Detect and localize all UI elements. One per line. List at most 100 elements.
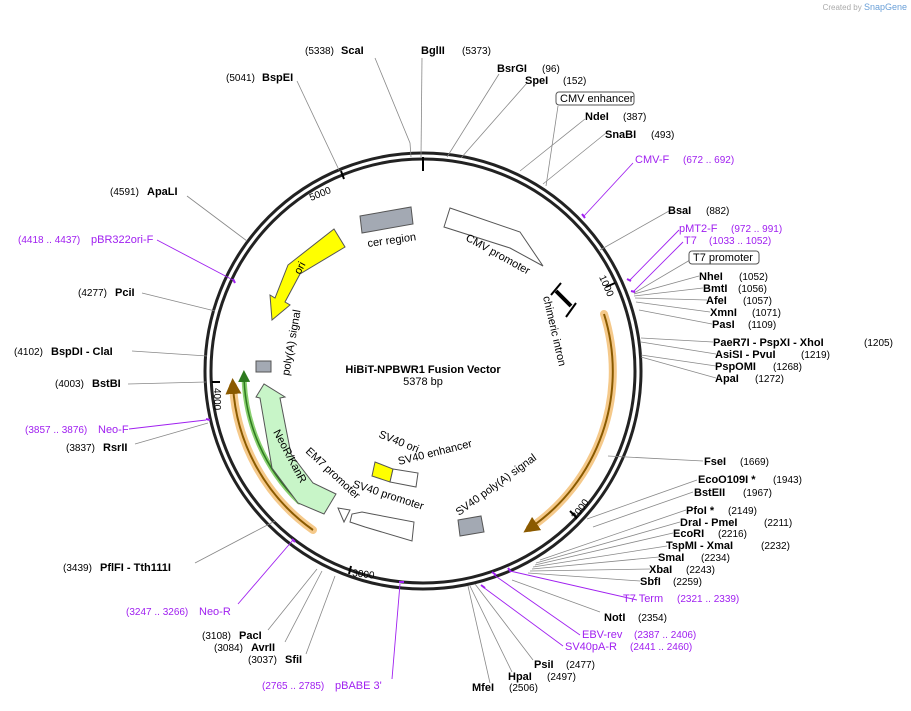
svg-text:(493): (493) bbox=[651, 130, 674, 141]
site-apali: (4591)ApaLI bbox=[110, 186, 248, 242]
svg-text:(152): (152) bbox=[563, 76, 586, 87]
svg-text:(1033 .. 1052): (1033 .. 1052) bbox=[709, 236, 771, 247]
svg-text:XmnI: XmnI bbox=[710, 307, 737, 319]
svg-text:BstBI: BstBI bbox=[92, 378, 121, 390]
site-bspdi-clai: (4102) BspDI - ClaI bbox=[14, 346, 208, 358]
svg-text:MfeI: MfeI bbox=[472, 682, 494, 694]
svg-text:(4591): (4591) bbox=[110, 187, 139, 198]
svg-text:(2506): (2506) bbox=[509, 683, 538, 694]
feature-chimeric-intron: chimeric intron bbox=[540, 282, 577, 367]
svg-text:NotI: NotI bbox=[604, 612, 625, 624]
plasmid-length: 5378 bp bbox=[403, 376, 443, 388]
site-rsrii: (3837)RsrII bbox=[66, 422, 209, 454]
site-nhei: NheI (1052) bbox=[633, 271, 768, 295]
svg-text:(3108): (3108) bbox=[202, 631, 231, 642]
svg-text:(1052): (1052) bbox=[739, 272, 768, 283]
svg-text:CMV enhancer: CMV enhancer bbox=[560, 93, 634, 105]
svg-text:pBABE 3': pBABE 3' bbox=[335, 680, 382, 692]
tick-3000: 3000 bbox=[348, 565, 375, 582]
svg-text:Neo-F: Neo-F bbox=[98, 424, 129, 436]
site-snabi: SnaBI(493) bbox=[542, 129, 674, 185]
site-bmti: BmtI(1056) bbox=[633, 283, 767, 297]
site-ndei: NdeI (387) bbox=[519, 111, 646, 172]
site-tspmi-xmai: TspMI - XmaI (2232) bbox=[532, 540, 790, 568]
svg-text:(2497): (2497) bbox=[547, 672, 576, 683]
svg-text:(3037): (3037) bbox=[248, 655, 277, 666]
svg-text:T7 promoter: T7 promoter bbox=[693, 252, 753, 264]
svg-text:(4102): (4102) bbox=[14, 347, 43, 358]
svg-text:(5338): (5338) bbox=[305, 46, 334, 57]
svg-text:SV40 poly(A) signal: SV40 poly(A) signal bbox=[454, 452, 539, 518]
site-mfei: MfeI (2506) bbox=[467, 585, 538, 694]
svg-text:Neo-R: Neo-R bbox=[199, 606, 231, 618]
svg-text:CMV-F: CMV-F bbox=[635, 154, 670, 166]
snapgene-brand: SnapGene bbox=[863, 2, 907, 12]
svg-text:PfoI *: PfoI * bbox=[686, 505, 715, 517]
svg-text:(3247 .. 3266): (3247 .. 3266) bbox=[126, 607, 188, 618]
site-pcii: (4277)PciI bbox=[78, 287, 216, 312]
svg-text:ApaI: ApaI bbox=[715, 373, 739, 385]
svg-text:BglII: BglII bbox=[421, 45, 445, 57]
site-pspomi: PspOMI(1268) bbox=[640, 354, 802, 373]
svg-text:(3837): (3837) bbox=[66, 443, 95, 454]
svg-text:SbfI: SbfI bbox=[640, 576, 661, 588]
site-asisi-pvui: AsiSI - PvuI (1219) bbox=[640, 341, 830, 361]
feature-neor-kanr: NeoR/KanR bbox=[255, 383, 337, 515]
svg-text:T7: T7 bbox=[684, 235, 697, 247]
svg-text:(882): (882) bbox=[706, 206, 729, 217]
site-pasi: PasI(1109) bbox=[638, 309, 776, 331]
site-ecori: EcoRI(2216) bbox=[534, 528, 747, 566]
svg-text:(2232): (2232) bbox=[761, 541, 790, 552]
svg-text:XbaI: XbaI bbox=[649, 564, 672, 576]
svg-text:NheI: NheI bbox=[699, 271, 723, 283]
svg-text:(2321 .. 2339): (2321 .. 2339) bbox=[677, 594, 739, 605]
site-noti: NotI(2354) bbox=[511, 579, 667, 624]
site-apai: ApaI(1272) bbox=[640, 356, 784, 385]
svg-text:(2765 .. 2785): (2765 .. 2785) bbox=[262, 681, 324, 692]
svg-text:(2387 .. 2406): (2387 .. 2406) bbox=[634, 630, 696, 641]
svg-text:5000: 5000 bbox=[308, 185, 333, 204]
primer-ebv-rev: EBV-rev(2387 .. 2406) bbox=[491, 571, 696, 641]
svg-text:TspMI - XmaI: TspMI - XmaI bbox=[666, 540, 733, 552]
svg-text:AfeI: AfeI bbox=[706, 295, 727, 307]
svg-text:FseI: FseI bbox=[704, 456, 726, 468]
site-bstbi: (4003)BstBI bbox=[55, 378, 207, 390]
site-xmni: XmnI (1071) bbox=[635, 301, 781, 319]
site-psii: PsiI(2477) bbox=[474, 583, 595, 671]
svg-text:BspDI - ClaI: BspDI - ClaI bbox=[51, 346, 113, 358]
svg-text:(5373): (5373) bbox=[462, 46, 491, 57]
svg-text:(387): (387) bbox=[623, 112, 646, 123]
svg-text:EcoRI: EcoRI bbox=[673, 528, 704, 540]
svg-text:NdeI: NdeI bbox=[585, 111, 609, 123]
svg-text:ScaI: ScaI bbox=[341, 45, 364, 57]
svg-text:BspEI: BspEI bbox=[262, 72, 293, 84]
svg-text:(1071): (1071) bbox=[752, 308, 781, 319]
svg-text:(1219): (1219) bbox=[801, 350, 830, 361]
svg-text:DraI - PmeI: DraI - PmeI bbox=[680, 517, 737, 529]
svg-text:AsiSI - PvuI: AsiSI - PvuI bbox=[715, 349, 776, 361]
svg-text:(1967): (1967) bbox=[743, 488, 772, 499]
site-avrii: (3084)AvrII bbox=[214, 570, 323, 654]
svg-text:poly(A) signal: poly(A) signal bbox=[280, 309, 303, 377]
svg-text:BsaI: BsaI bbox=[668, 205, 691, 217]
svg-text:(4418 .. 4437): (4418 .. 4437) bbox=[18, 235, 80, 246]
svg-text:BsrGI: BsrGI bbox=[497, 63, 527, 75]
feature-cmv-promoter: CMV promoter bbox=[443, 207, 544, 277]
site-sfii: (3037)SfiI bbox=[248, 575, 336, 666]
svg-text:PaeR7I - PspXI - XhoI: PaeR7I - PspXI - XhoI bbox=[713, 337, 824, 349]
svg-text:SV40pA-R: SV40pA-R bbox=[565, 641, 617, 653]
neo-orf bbox=[225, 378, 317, 534]
primer-neo-r: (3247 .. 3266) Neo-R bbox=[126, 538, 296, 618]
svg-text:(2259): (2259) bbox=[673, 577, 702, 588]
svg-text:PasI: PasI bbox=[712, 319, 735, 331]
svg-text:(96): (96) bbox=[542, 64, 560, 75]
site-eco0109i: EcoO109I *(1943) bbox=[586, 474, 802, 520]
svg-text:PacI: PacI bbox=[239, 630, 262, 642]
svg-text:pMT2-F: pMT2-F bbox=[679, 223, 718, 235]
site-spei: SpeI(152) bbox=[460, 75, 586, 159]
credit-prefix: Created by bbox=[822, 3, 862, 12]
feature-cer-region: cer region bbox=[359, 206, 417, 250]
svg-text:PsiI: PsiI bbox=[534, 659, 554, 671]
svg-text:ori: ori bbox=[292, 260, 308, 276]
svg-text:(1056): (1056) bbox=[738, 284, 767, 295]
